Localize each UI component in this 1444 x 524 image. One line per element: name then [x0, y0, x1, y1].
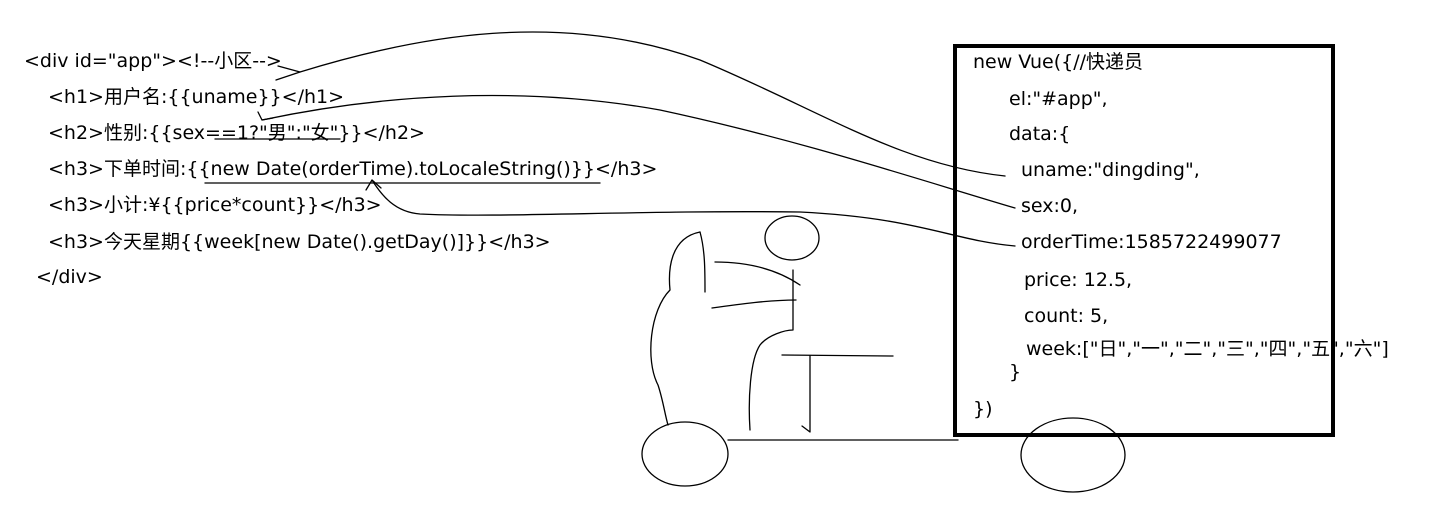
vue-line-data: data:{ [1009, 123, 1071, 145]
vue-line-price: price: 12.5, [1024, 269, 1133, 291]
vue-line-week: week:["日","一","二","三","四","五","六"] [1026, 338, 1389, 360]
arrow-uname [299, 31, 1006, 177]
torso [748, 269, 794, 431]
cargo [699, 231, 706, 293]
head [764, 215, 820, 261]
vue-line-ordertime: orderTime:1585722499077 [1021, 231, 1282, 253]
rear-wheel [641, 421, 729, 487]
template-line-div-close: </div> [36, 266, 103, 288]
arrow-sex-head [257, 111, 274, 121]
arm-lower [711, 299, 797, 309]
vue-line-el: el:"#app", [1009, 88, 1108, 110]
arrow-sex [261, 94, 1016, 209]
arm-upper [714, 261, 801, 286]
vue-line-uname: uname:"dingding", [1021, 159, 1200, 181]
seat-bar [781, 354, 894, 357]
template-line-h2-sex: <h2>性别:{{sex==1?"男":"女"}}</h2> [48, 122, 425, 144]
vue-line-data-close: } [1009, 361, 1022, 383]
vue-line-new-vue: new Vue({//快递员 [973, 51, 1144, 73]
vue-line-sex: sex:0, [1021, 195, 1079, 217]
template-line-h3-weekday: <h3>今天星期{{week[new Date().getDay()]}}</h… [48, 231, 551, 253]
vue-line-count: count: 5, [1024, 305, 1109, 327]
arrow-ordertime-head [365, 179, 382, 191]
body-back [650, 231, 701, 426]
template-line-h3-subtotal: <h3>小计:¥{{price*count}}</h3> [48, 194, 382, 216]
template-line-h3-ordertime: <h3>下单时间:{{new Date(orderTime).toLocaleS… [48, 158, 658, 180]
stem [801, 355, 811, 433]
template-line-div-open: <div id="app"><!--小区--> [24, 50, 282, 72]
vue-line-close: }) [973, 398, 993, 420]
template-line-h1-uname: <h1>用户名:{{uname}}</h1> [48, 86, 345, 108]
